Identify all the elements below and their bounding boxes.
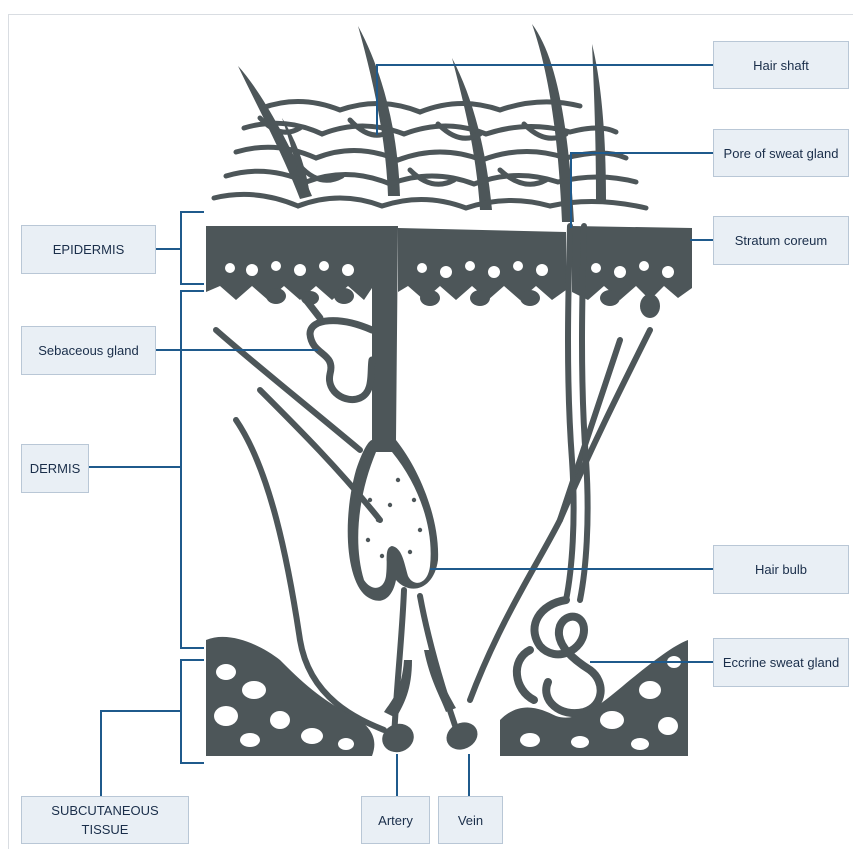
label-dermis: DERMIS: [21, 444, 89, 493]
label-sebaceous-gland: Sebaceous gland: [21, 326, 156, 375]
layer-brackets: [181, 212, 204, 763]
label-hair-bulb: Hair bulb: [713, 545, 849, 594]
epidermis-bracket: [181, 212, 204, 284]
label-pore-of-sweat-gland: Pore of sweat gland: [713, 129, 849, 177]
dead-skin-flakes: [214, 101, 646, 208]
pore-leader: [571, 153, 713, 228]
label-hair-shaft: Hair shaft: [713, 41, 849, 89]
dermis-bracket: [181, 291, 204, 648]
label-artery: Artery: [361, 796, 430, 844]
eccrine-coil: [517, 600, 601, 713]
vein-end: [442, 717, 482, 754]
label-stratum-coreum: Stratum coreum: [713, 216, 849, 265]
artery-end: [378, 719, 418, 756]
epidermis-layer: [206, 226, 692, 318]
vessel-ends: [378, 650, 482, 757]
label-subcutaneous-tissue: SUBCUTANEOUS TISSUE: [21, 796, 189, 844]
hair-strand: [532, 24, 574, 222]
label-vein: Vein: [438, 796, 503, 844]
subcutaneous-leader: [101, 711, 181, 796]
subcutaneous-bracket: [181, 660, 204, 763]
label-epidermis: EPIDERMIS: [21, 225, 156, 274]
label-eccrine-sweat-gland: Eccrine sweat gland: [713, 638, 849, 687]
